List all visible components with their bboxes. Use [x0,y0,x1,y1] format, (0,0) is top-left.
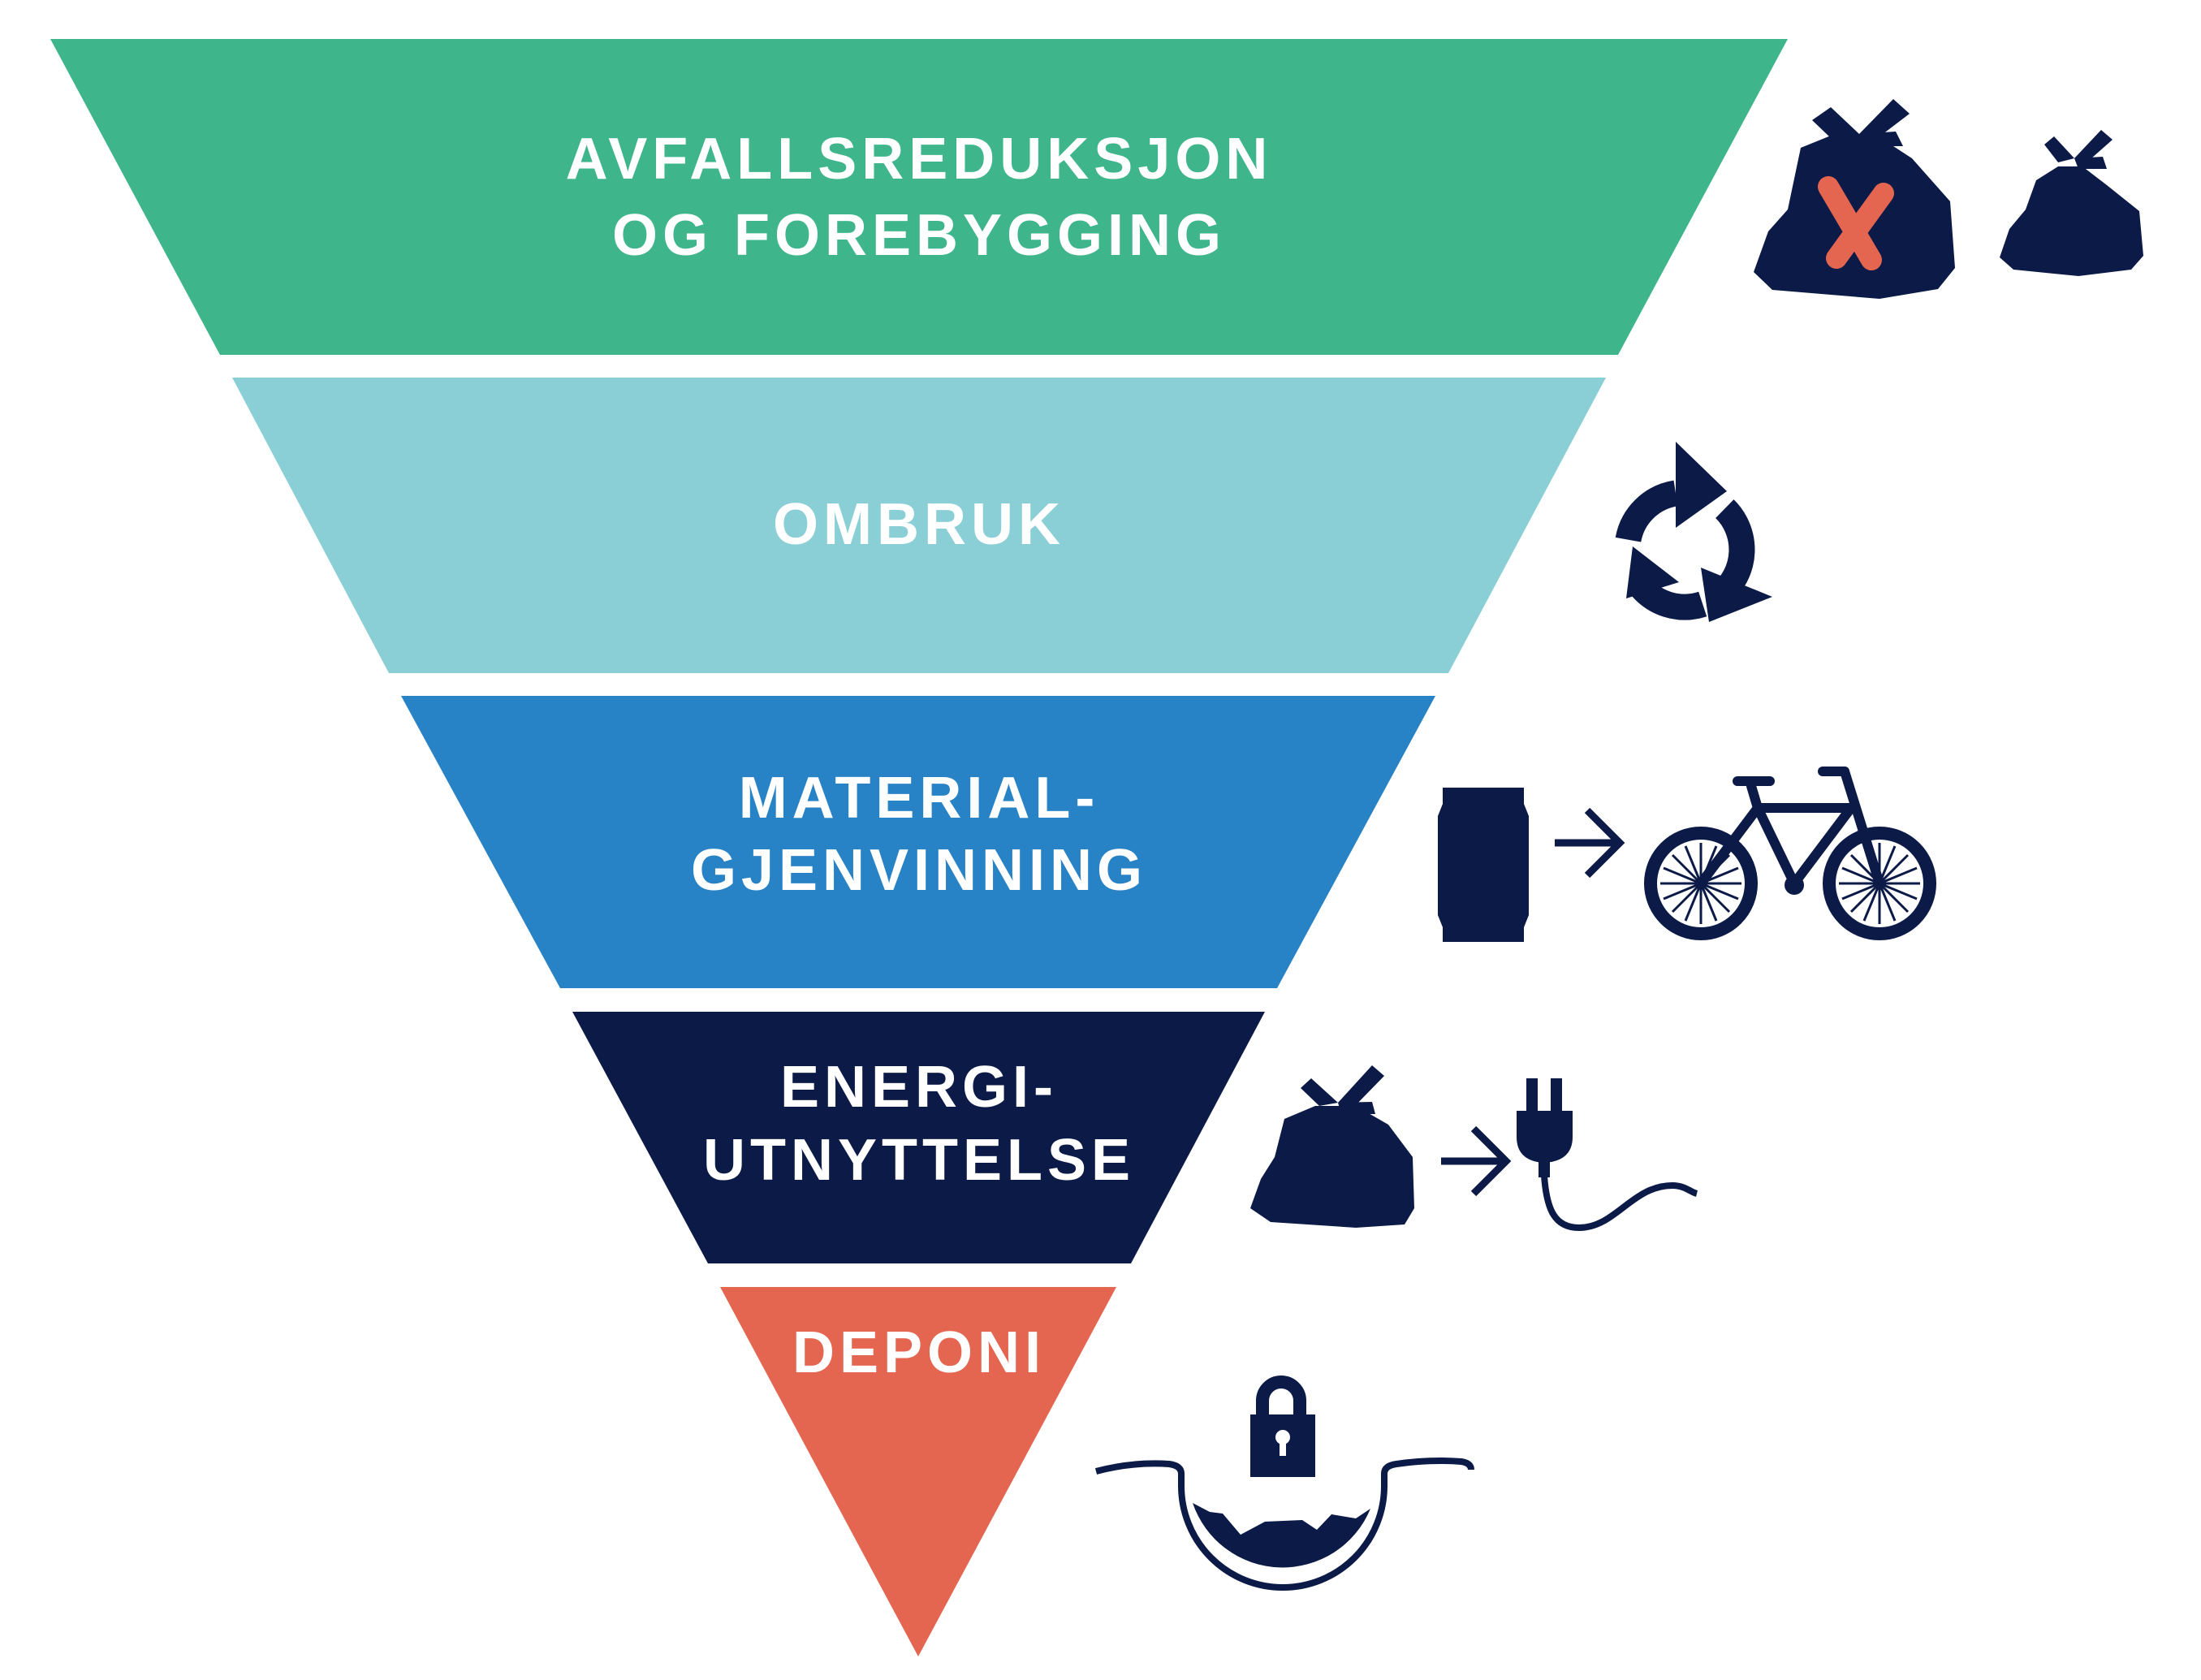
reuse-cycle-icon [1615,442,1772,622]
locked-landfill-icon [1094,1376,1474,1591]
tier-3-label-line-2: GJENVINNING [691,838,1147,903]
padlock-icon [1250,1376,1315,1477]
tier-4-label-line-2: UTNYTTELSE [703,1128,1135,1193]
landfill-pit-icon [1094,1458,1474,1591]
tier-4-label-line-1: ENERGI- [780,1055,1058,1120]
trash-to-power-plug-icon [1250,1065,1698,1232]
power-plug-icon [1517,1078,1698,1232]
can-icon [1438,788,1529,942]
tier-1-label-line-2: OG FOREBYGGING [612,203,1226,268]
crossed-trash-bag-icon [1754,99,1955,299]
trash-bag-icon [1250,1065,1414,1228]
tier-1-band [50,39,1788,355]
tier-5-label: DEPONI [792,1320,1046,1385]
trash-bags-crossed-icon [1754,99,2143,299]
trash-bag-icon [2000,130,2143,276]
tier-4-band [572,1012,1265,1263]
tier-2-band [232,378,1606,673]
tier-3-band [401,696,1435,988]
tier-3-label-line-1: MATERIAL- [739,766,1100,831]
arrow-right-icon [1555,807,1625,879]
bicycle-icon [1644,767,1936,940]
tier-2-label: OMBRUK [773,492,1065,557]
tier-5-band [720,1287,1116,1656]
can-to-bicycle-icon [1438,767,1936,942]
tier-1-label-line-1: AVFALLSREDUKSJON [566,127,1273,192]
arrow-right-icon [1441,1125,1512,1197]
